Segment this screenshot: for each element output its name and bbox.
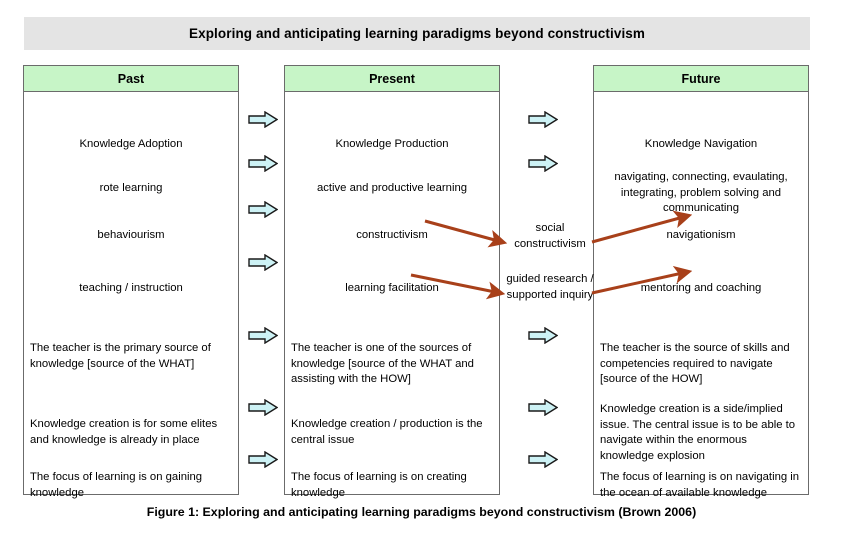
cell-future-2: navigating, connecting, evaulating, inte…	[614, 171, 788, 214]
cell-past-6: Knowledge creation is for some elites an…	[30, 418, 218, 446]
right-block-arrow-icon	[528, 399, 558, 416]
right-block-arrow-icon	[528, 327, 558, 344]
cell-present-1: Knowledge Production	[335, 138, 449, 150]
cell-present-4: learning facilitation	[345, 282, 439, 294]
right-block-arrow-icon	[528, 451, 558, 468]
page-title: Exploring and anticipating learning para…	[188, 26, 646, 41]
middle-label-social-constructivism: social constructivism	[514, 222, 586, 250]
column-future: Future Knowledge Navigation navigating, …	[593, 65, 809, 499]
right-block-arrow-icon	[528, 111, 558, 128]
column-header-present: Present	[285, 66, 499, 92]
cell-present-2: active and productive learning	[316, 182, 468, 194]
right-block-arrow-icon	[248, 327, 278, 344]
cell-past-5: The teacher is the primary source of kno…	[30, 342, 211, 370]
cell-present-6: Knowledge creation / production is the c…	[291, 418, 483, 446]
cell-past-4: teaching / instruction	[79, 282, 183, 294]
cell-future-3: navigationism	[666, 229, 736, 241]
cell-present-5: The teacher is one of the sources of kno…	[291, 342, 474, 385]
cell-past-3: behaviourism	[97, 229, 165, 241]
column-past: Past Knowledge Adoption rote learning be…	[23, 65, 239, 499]
middle-label-guided-research: guided research / supported inquiry	[506, 273, 594, 301]
right-block-arrow-icon	[248, 399, 278, 416]
cell-past-2: rote learning	[99, 182, 163, 194]
right-block-arrow-icon	[248, 254, 278, 271]
column-body-future: Knowledge Navigation navigating, connect…	[594, 92, 808, 499]
cell-present-7: The focus of learning is on creating kno…	[291, 471, 467, 499]
cell-future-4: mentoring and coaching	[640, 282, 762, 294]
figure-title-banner: Exploring and anticipating learning para…	[24, 17, 810, 50]
cell-future-5: The teacher is the source of skills and …	[600, 342, 790, 385]
column-present: Present Knowledge Production active and …	[284, 65, 500, 499]
cell-future-7: The focus of learning is on navigating i…	[600, 471, 800, 499]
cell-future-6: Knowledge creation is a side/implied iss…	[600, 403, 796, 462]
right-block-arrow-icon	[248, 201, 278, 218]
cell-past-7: The focus of learning is on gaining know…	[30, 471, 203, 499]
cell-past-1: Knowledge Adoption	[79, 138, 183, 150]
cell-future-1: Knowledge Navigation	[644, 138, 758, 150]
column-header-past: Past	[24, 66, 238, 92]
column-header-future: Future	[594, 66, 808, 92]
right-block-arrow-icon	[248, 155, 278, 172]
column-body-present: Knowledge Production active and producti…	[285, 92, 499, 499]
cell-present-3: constructivism	[356, 229, 428, 241]
column-body-past: Knowledge Adoption rote learning behavio…	[24, 92, 238, 499]
right-block-arrow-icon	[248, 111, 278, 128]
figure-caption: Figure 1: Exploring and anticipating lea…	[146, 505, 697, 519]
right-block-arrow-icon	[248, 451, 278, 468]
right-block-arrow-icon	[528, 155, 558, 172]
